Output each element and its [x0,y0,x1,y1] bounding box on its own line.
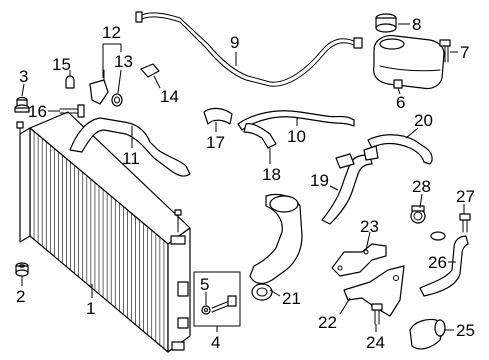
callout-28: 28 [412,177,431,196]
bolt-24 [371,303,383,325]
callout-26: 26 [428,253,447,272]
callout-5: 5 [200,275,209,294]
bracket-22 [343,265,405,317]
callout-14: 14 [160,87,179,106]
hose-10 [237,110,355,131]
upper-hose-11 [69,117,191,177]
callout-19: 19 [310,171,329,190]
hose-25 [409,318,446,350]
hose-18 [243,123,277,149]
reservoir-cap-8 [375,13,397,33]
upper-mount-bushing [14,96,30,113]
clamp-28 [410,205,426,224]
bolt-7 [439,39,451,63]
callout-1: 1 [86,299,95,318]
callout-21: 21 [282,289,301,308]
hose-17 [203,107,233,125]
callout-12: 12 [102,23,121,42]
leader-lines [21,23,465,332]
callout-23: 23 [360,217,379,236]
callout-labels: 1 2 3 4 5 6 7 8 9 10 11 12 13 14 15 16 1… [16,15,475,352]
callout-18: 18 [262,165,281,184]
coolant-reservoir-6 [373,35,445,90]
callout-17: 17 [206,133,225,152]
bracket-23 [331,243,387,277]
callout-6: 6 [396,93,405,112]
callout-20: 20 [414,111,433,130]
callout-24: 24 [366,333,385,352]
callout-7: 7 [460,43,469,62]
o-ring-13 [111,93,123,107]
callout-15: 15 [52,55,71,74]
callout-9: 9 [230,33,239,52]
clip-15 [65,75,75,89]
sensor-12 [89,69,109,105]
callout-2: 2 [16,287,25,306]
hose-assembly-19 [321,145,379,225]
callout-27: 27 [456,187,475,206]
bleed-tube-9 [135,11,363,87]
hose-20 [367,134,433,165]
callout-13: 13 [114,52,133,71]
callout-10: 10 [287,127,306,146]
housing-21 [249,193,303,301]
bleeder-27 [459,213,471,233]
callout-16: 16 [28,102,47,121]
lower-mount-bushing [15,262,29,277]
callout-22: 22 [318,313,337,332]
hose-14 [140,63,160,78]
callout-8: 8 [412,15,421,34]
callout-25: 25 [456,321,475,340]
bolt-16 [59,104,85,118]
radiator [16,111,191,353]
hose-26 [419,231,469,297]
callout-4: 4 [211,333,220,352]
callout-3: 3 [19,67,28,86]
callout-11: 11 [122,149,140,168]
